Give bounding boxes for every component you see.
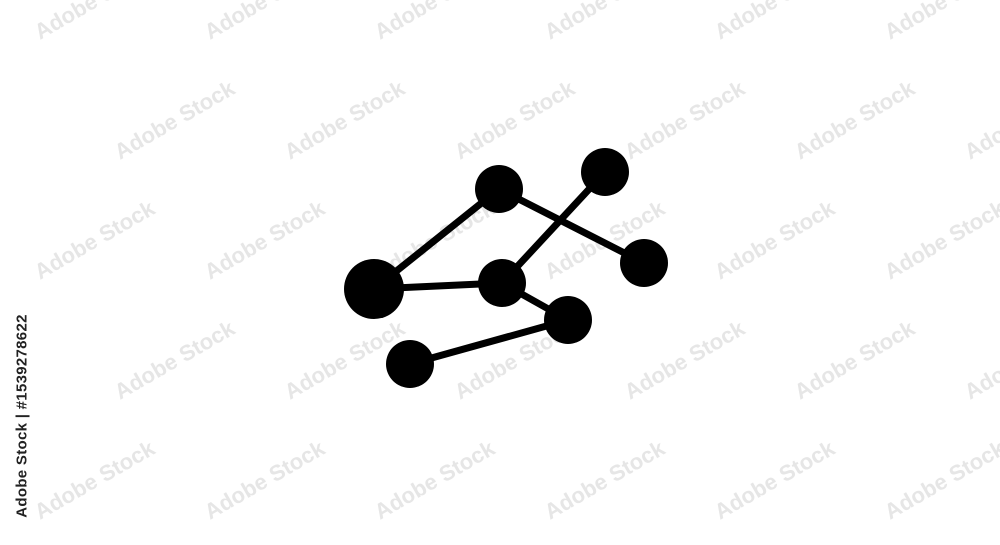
node-left-large [344, 259, 404, 319]
node-lower-right [544, 296, 592, 344]
stock-id-label: Adobe Stock | #1539278622 [13, 314, 31, 518]
node-right [620, 239, 668, 287]
node-bottom [386, 340, 434, 388]
node-upper-right [581, 148, 629, 196]
edge-center-to-upper-right [498, 168, 609, 287]
edge-top-to-right [495, 185, 648, 267]
node-center [478, 259, 526, 307]
node-top [475, 165, 523, 213]
edge-lower-right-to-bottom [406, 316, 572, 368]
